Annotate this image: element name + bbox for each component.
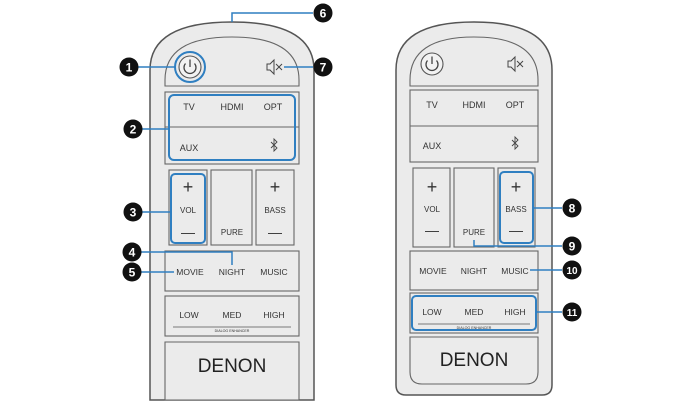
mute-icon[interactable] — [266, 58, 283, 76]
dialog-enhancer-label: DIALOG ENHANCER — [215, 329, 250, 333]
callout-5-text: 5 — [129, 266, 136, 280]
callout-4: 4 — [122, 242, 142, 262]
callout-9: 9 — [562, 236, 582, 256]
vol-label: VOL — [180, 206, 197, 215]
brand-logo: DENON — [198, 356, 267, 377]
highlight-vol — [170, 173, 206, 244]
left-bass-key[interactable] — [255, 169, 295, 246]
low-button[interactable]: LOW — [179, 310, 198, 320]
high-button-right[interactable]: HIGH — [504, 307, 525, 317]
hdmi-button-right[interactable]: HDMI — [463, 100, 486, 110]
aux-button-right[interactable]: AUX — [423, 141, 442, 151]
callout-1-text: 1 — [126, 61, 133, 75]
vol-minus[interactable]: — — [181, 224, 195, 240]
callout-2: 2 — [123, 119, 143, 139]
callout-11-text: 11 — [567, 308, 578, 319]
right-mode-panel — [409, 250, 539, 291]
movie-button-right[interactable]: MOVIE — [419, 266, 447, 276]
tv-button-right[interactable]: TV — [426, 100, 438, 110]
callout-6: 6 — [313, 3, 333, 23]
right-vol-key[interactable] — [412, 167, 451, 248]
highlight-dialog — [411, 295, 537, 331]
right-dialog-panel — [409, 292, 539, 334]
left-logo-panel — [164, 341, 300, 401]
music-button-right[interactable]: MUSIC — [501, 266, 528, 276]
vol-minus-right[interactable]: — — [425, 222, 439, 238]
highlight-inputs — [168, 94, 296, 161]
callout-8: 8 — [562, 198, 582, 218]
hdmi-button[interactable]: HDMI — [221, 102, 244, 112]
dialog-enhancer-label-right: DIALOG ENHANCER — [457, 326, 492, 330]
aux-button[interactable]: AUX — [180, 143, 199, 153]
opt-button[interactable]: OPT — [264, 102, 283, 112]
callout-2-text: 2 — [130, 123, 137, 137]
bass-label: BASS — [264, 206, 285, 215]
callouts: 1 2 3 4 5 6 7 8 — [119, 3, 582, 322]
left-dialog-panel — [164, 295, 300, 337]
callout-10-text: 10 — [566, 266, 578, 277]
movie-button[interactable]: MOVIE — [176, 267, 204, 277]
night-button-right[interactable]: NIGHT — [461, 266, 487, 276]
low-button-right[interactable]: LOW — [422, 307, 441, 317]
pure-label: PURE — [221, 228, 243, 237]
bass-minus-right[interactable]: — — [509, 222, 523, 238]
left-pure-key[interactable] — [210, 169, 253, 246]
pure-label-right: PURE — [463, 228, 485, 237]
power-icon-right[interactable] — [420, 52, 444, 76]
leader-9 — [473, 240, 562, 247]
med-button[interactable]: MED — [223, 310, 242, 320]
left-vol-key[interactable] — [168, 169, 208, 246]
night-button[interactable]: NIGHT — [219, 267, 245, 277]
bass-minus[interactable]: — — [268, 224, 282, 240]
mute-icon-right[interactable] — [507, 55, 524, 73]
leader-6 — [231, 12, 313, 22]
bluetooth-icon[interactable] — [270, 137, 278, 153]
left-remote: TV HDMI OPT AUX + VOL — PURE + BASS — MO… — [132, 12, 315, 401]
callout-3-text: 3 — [130, 206, 137, 220]
opt-button-right[interactable]: OPT — [506, 100, 525, 110]
med-button-right[interactable]: MED — [465, 307, 484, 317]
callout-3: 3 — [123, 202, 143, 222]
leader-4 — [141, 251, 233, 265]
callout-9-text: 9 — [569, 240, 576, 254]
high-button[interactable]: HIGH — [263, 310, 284, 320]
power-icon[interactable] — [178, 55, 202, 79]
vol-plus-right[interactable]: + — [427, 177, 438, 197]
left-input-panel — [164, 91, 300, 165]
callout-7: 7 — [313, 57, 333, 77]
callout-11: 11 — [562, 302, 582, 322]
bluetooth-icon-right[interactable] — [511, 135, 519, 151]
bass-plus[interactable]: + — [270, 177, 281, 197]
callout-7-text: 7 — [320, 61, 327, 75]
right-logo-panel — [409, 336, 539, 385]
callout-6-text: 6 — [320, 7, 327, 21]
vol-plus[interactable]: + — [183, 177, 194, 197]
callout-4-text: 4 — [129, 246, 136, 260]
music-button[interactable]: MUSIC — [260, 267, 287, 277]
callout-8-text: 8 — [569, 202, 576, 216]
brand-logo-right: DENON — [440, 350, 509, 371]
right-remote: TV HDMI OPT AUX + VOL — PURE + BASS — MO… — [395, 21, 562, 396]
bass-plus-right[interactable]: + — [511, 177, 522, 197]
right-remote-top-panel — [409, 36, 539, 87]
callout-10: 10 — [562, 260, 582, 280]
right-pure-key[interactable] — [453, 167, 495, 248]
vol-label-right: VOL — [424, 205, 441, 214]
tv-button[interactable]: TV — [183, 102, 195, 112]
callout-1: 1 — [119, 57, 139, 77]
callout-5: 5 — [122, 262, 142, 282]
bass-label-right: BASS — [505, 205, 526, 214]
